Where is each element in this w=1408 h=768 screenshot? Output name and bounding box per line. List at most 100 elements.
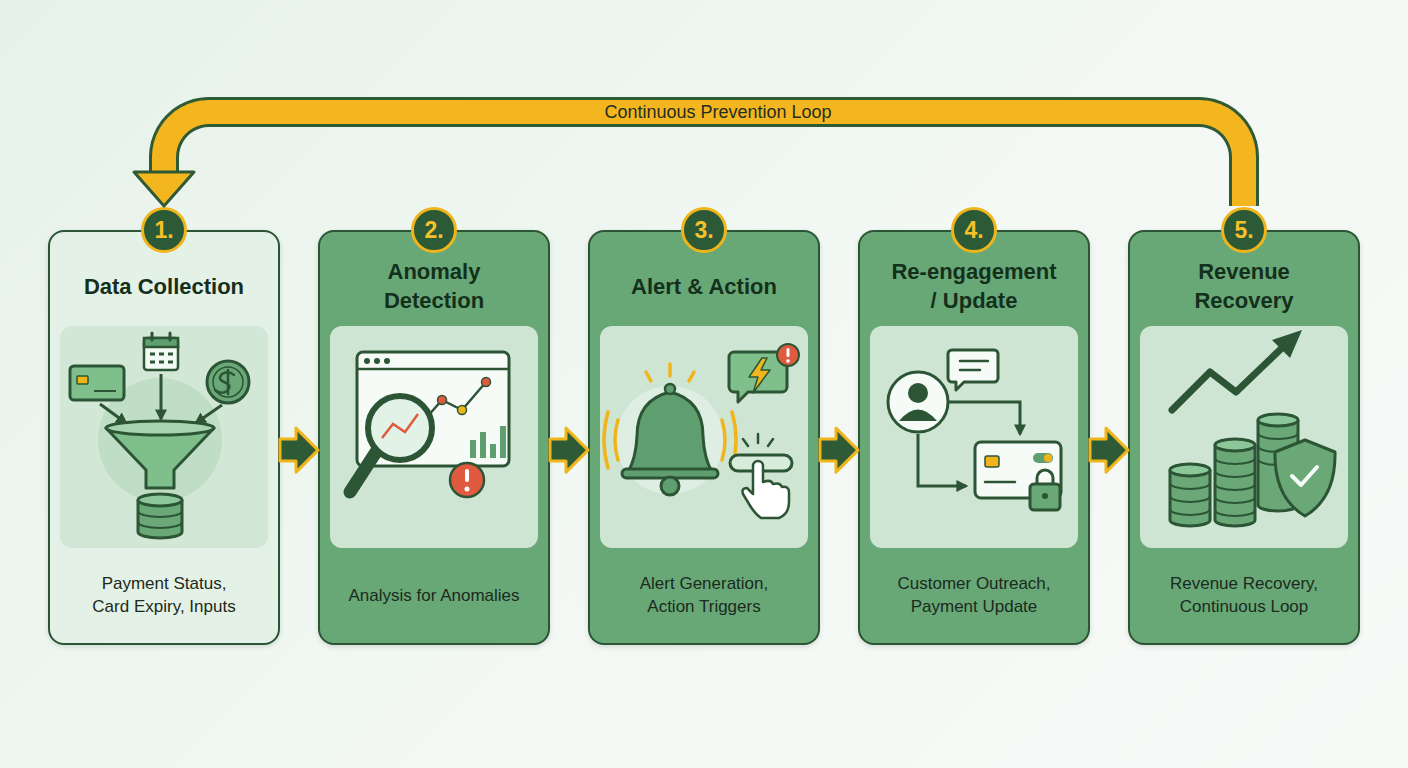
flow-arrow: [1090, 428, 1128, 472]
data-collection-illustration: [144, 338, 178, 370]
step-number: 4.: [951, 207, 997, 253]
anomaly-detection-illustration: [480, 432, 486, 458]
re-engagement-illustration: [960, 361, 988, 370]
revenue-recovery-illustration: [1172, 346, 1284, 410]
re-engagement-illustration: [1037, 470, 1053, 486]
anomaly-detection-illustration: [438, 396, 447, 405]
revenue-recovery-illustration: [1170, 483, 1210, 515]
re-engagement-illustration: [899, 410, 937, 422]
alert-action-illustration: [600, 326, 808, 548]
revenue-recovery-illustration: [1140, 326, 1348, 548]
revenue-recovery-illustration: [1272, 330, 1302, 358]
data-collection-illustration: [60, 326, 268, 548]
alert-action-illustration: [749, 358, 770, 393]
revenue-recovery-illustration: [1215, 439, 1255, 451]
data-collection-illustration: [213, 367, 243, 397]
step-title: Data Collection: [59, 251, 269, 321]
alert-action-illustration: [777, 344, 799, 366]
step-caption: Revenue Recovery, Continuous Loop: [1159, 565, 1329, 625]
anomaly-detection-illustration: [350, 452, 376, 492]
alert-action-illustration: [628, 392, 712, 472]
re-engagement-illustration: [1042, 493, 1048, 499]
alert-action-illustration: [743, 461, 790, 518]
data-collection-illustration: [196, 405, 222, 423]
data-collection-illustration: [138, 500, 182, 538]
process-step: 4.Re-engagement / UpdateCustomer Outreac…: [858, 206, 1090, 645]
step-title: Anomaly Detection: [359, 251, 509, 321]
refresh-icon: [563, 116, 577, 122]
re-engagement-illustration: [975, 442, 1061, 498]
process-step: 1.Data CollectionPayment Status, Card Ex…: [48, 206, 280, 645]
anomaly-detection-illustration: [368, 396, 432, 460]
data-collection-illustration: [77, 376, 88, 384]
step-title: Re-engagement / Update: [888, 251, 1060, 321]
loop-arrow-outline: [164, 112, 1244, 206]
anomaly-detection-illustration: [420, 382, 486, 425]
data-collection-illustration: [60, 326, 268, 548]
anomaly-detection-illustration: [374, 358, 380, 364]
alert-action-illustration: [616, 386, 724, 494]
anomaly-detection-illustration: [450, 463, 484, 497]
edge-label: Continuous Prevention Loop: [604, 102, 831, 123]
process-step: 3.Alert & ActionAlert Generation, Action…: [588, 206, 820, 645]
data-collection-illustration: [207, 361, 249, 403]
step-caption: Alert Generation, Action Triggers: [629, 565, 779, 625]
alert-action-illustration: [786, 359, 790, 363]
data-collection-illustration: [144, 338, 178, 347]
re-engagement-illustration: [948, 350, 998, 390]
revenue-recovery-illustration: [1215, 445, 1255, 526]
anomaly-detection-illustration: [470, 440, 476, 458]
data-collection-illustration: [70, 366, 124, 400]
data-collection-illustration: [150, 354, 173, 362]
refresh-icon: [562, 101, 578, 125]
step-number: 3.: [681, 207, 727, 253]
data-collection-illustration: [100, 404, 126, 423]
anomaly-detection-illustration: [465, 469, 469, 482]
refresh-icon: [562, 119, 568, 125]
re-engagement-illustration: [1044, 454, 1052, 462]
alert-action-illustration: [600, 326, 808, 548]
arrow-head: [134, 172, 194, 206]
data-collection-illustration: [152, 333, 170, 340]
anomaly-detection-illustration: [482, 378, 491, 387]
alert-action-illustration: [665, 384, 675, 394]
re-engagement-illustration: [908, 383, 928, 403]
re-engagement-illustration: [918, 434, 966, 486]
step-title: Revenue Recovery: [1169, 251, 1319, 321]
anomaly-detection-illustration: [458, 406, 467, 415]
data-collection-illustration: [106, 421, 214, 435]
re-engagement-illustration: [1030, 484, 1060, 510]
data-collection-illustration: [215, 370, 234, 394]
anomaly-detection-illustration: [330, 326, 538, 548]
alert-action-illustration: [730, 455, 792, 471]
refresh-icon: [572, 101, 578, 107]
data-collection-illustration: [160, 374, 163, 419]
step-caption: Customer Outreach, Payment Update: [889, 565, 1059, 625]
re-engagement-illustration: [888, 372, 948, 432]
anomaly-detection-illustration: [384, 358, 390, 364]
revenue-recovery-illustration: [1258, 414, 1298, 426]
re-engagement-illustration: [870, 326, 1078, 548]
re-engagement-illustration: [985, 481, 1015, 484]
anomaly-detection-illustration: [357, 368, 509, 371]
anomaly-detection-illustration: [357, 352, 509, 466]
revenue-recovery-illustration: [1258, 433, 1298, 465]
data-collection-illustration: [98, 378, 222, 502]
step-caption: Analysis for Anomalies: [334, 565, 534, 625]
alert-action-illustration: [743, 434, 773, 446]
anomaly-detection-illustration: [364, 358, 370, 364]
refresh-icon: [563, 104, 577, 110]
revenue-recovery-illustration: [1170, 470, 1210, 526]
alert-action-illustration: [661, 477, 679, 495]
data-collection-illustration: [138, 511, 182, 528]
re-engagement-illustration: [985, 456, 999, 467]
alert-action-illustration: [787, 348, 790, 357]
re-engagement-illustration: [870, 326, 1078, 548]
flow-arrow-shape: [1090, 428, 1128, 472]
re-engagement-illustration: [948, 402, 1020, 434]
revenue-recovery-illustration: [1258, 420, 1298, 511]
loop-arrow-band: [164, 112, 1244, 206]
flow-arrow-shape: [280, 428, 318, 472]
data-collection-illustration: [106, 428, 214, 488]
